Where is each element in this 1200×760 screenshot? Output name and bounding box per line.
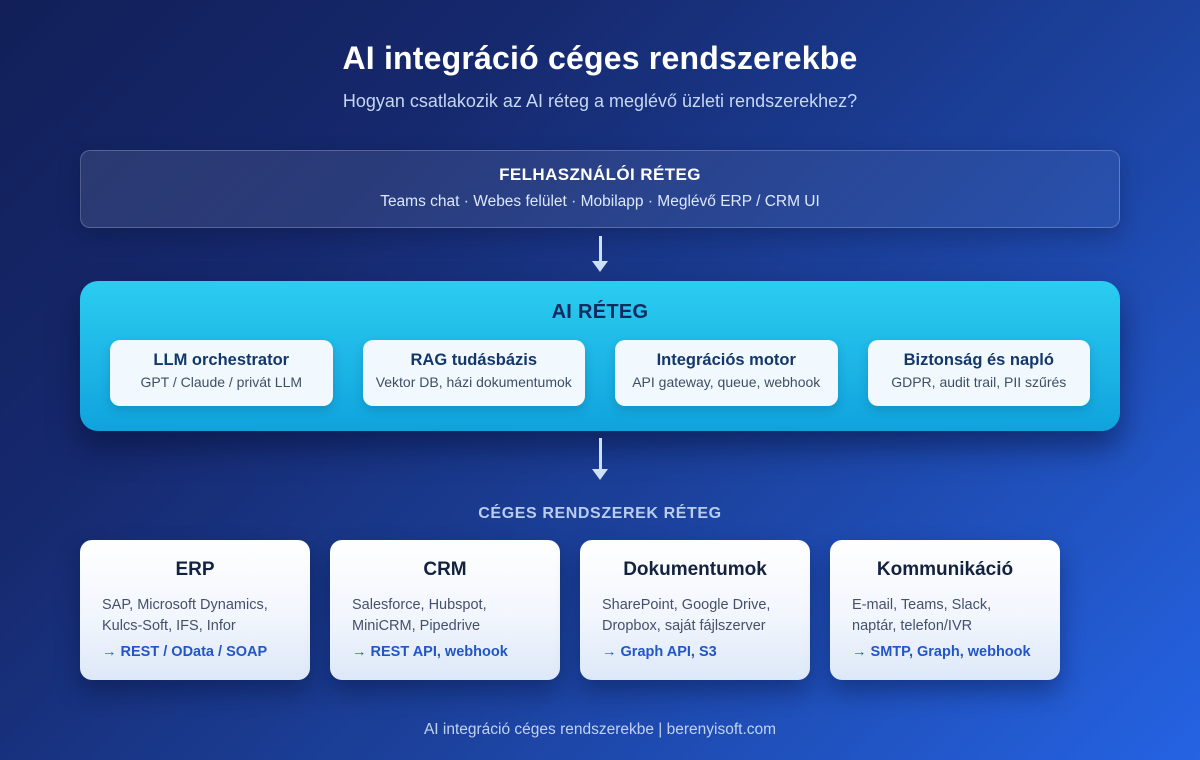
- systems-layer-title: CÉGES RENDSZEREK RÉTEG: [478, 505, 722, 522]
- ai-card-subtitle: Vektor DB, házi dokumentumok: [375, 374, 572, 390]
- system-card-body: SharePoint, Google Drive, Dropbox, saját…: [602, 597, 771, 634]
- down-arrow-icon: [592, 236, 608, 272]
- ai-card-title: Integrációs motor: [656, 351, 796, 369]
- ai-card-subtitle: GPT / Claude / privát LLM: [140, 374, 303, 390]
- down-arrow-icon: [592, 438, 608, 480]
- system-card-documents: Dokumentumok SharePoint, Google Drive, D…: [580, 540, 810, 680]
- system-card-title: Dokumentumok: [623, 559, 767, 580]
- user-layer-title: FELHASZNÁLÓI RÉTEG: [499, 165, 701, 184]
- ai-cards-row: LLM orchestrator GPT / Claude / privát L…: [80, 324, 1120, 406]
- system-card-communication: Kommunikáció E-mail, Teams, Slack, naptá…: [830, 540, 1060, 680]
- ai-card-security-audit: Biztonság és napló GDPR, audit trail, PI…: [867, 340, 1090, 406]
- ai-card-integration-engine: Integrációs motor API gateway, queue, we…: [615, 340, 838, 406]
- ai-card-llm-orchestrator: LLM orchestrator GPT / Claude / privát L…: [110, 340, 333, 406]
- system-card-erp: ERP SAP, Microsoft Dynamics, Kulcs-Soft,…: [80, 540, 310, 680]
- system-card-protocols: → Graph API, S3: [602, 644, 717, 660]
- ai-card-subtitle: API gateway, queue, webhook: [632, 374, 821, 390]
- systems-cards-row: ERP SAP, Microsoft Dynamics, Kulcs-Soft,…: [80, 540, 1060, 680]
- ai-card-title: RAG tudásbázis: [410, 351, 538, 369]
- system-card-body: SAP, Microsoft Dynamics, Kulcs-Soft, IFS…: [102, 597, 268, 634]
- system-card-title: Kommunikáció: [876, 559, 1014, 580]
- arrow-shaft: [598, 236, 602, 261]
- system-card-crm: CRM Salesforce, Hubspot, MiniCRM, Pipedr…: [330, 540, 560, 680]
- page-title: AI integráció céges rendszerekbe: [342, 40, 858, 76]
- arrow-head: [592, 469, 608, 480]
- ai-card-subtitle: GDPR, audit trail, PII szűrés: [891, 374, 1067, 390]
- system-card-title: ERP: [175, 559, 215, 580]
- ai-layer-title: AI RÉTEG: [551, 301, 649, 323]
- ai-card-title: Biztonság és napló: [903, 351, 1054, 369]
- system-card-protocols: → SMTP, Graph, webhook: [852, 644, 1031, 660]
- page-subtitle: Hogyan csatlakozik az AI réteg a meglévő…: [342, 91, 858, 111]
- system-card-body: Salesforce, Hubspot, MiniCRM, Pipedrive: [352, 597, 487, 634]
- arrow-head: [592, 261, 608, 272]
- arrow-shaft: [598, 438, 602, 469]
- system-card-title: CRM: [423, 559, 467, 580]
- system-card-protocols: → REST / OData / SOAP: [102, 644, 268, 660]
- ai-card-rag-knowledge-base: RAG tudásbázis Vektor DB, házi dokumentu…: [362, 340, 585, 406]
- system-card-body: E-mail, Teams, Slack, naptár, telefon/IV…: [852, 597, 992, 634]
- footer-credit: AI integráció céges rendszerekbe | beren…: [423, 721, 777, 738]
- user-layer-box: FELHASZNÁLÓI RÉTEG Teams chat · Webes fe…: [80, 150, 1120, 228]
- ai-card-title: LLM orchestrator: [153, 351, 290, 369]
- ai-layer-box: AI RÉTEG LLM orchestrator GPT / Claude /…: [80, 281, 1120, 431]
- user-layer-items: Teams chat · Webes felület · Mobilapp · …: [380, 193, 820, 210]
- system-card-protocols: → REST API, webhook: [352, 644, 508, 660]
